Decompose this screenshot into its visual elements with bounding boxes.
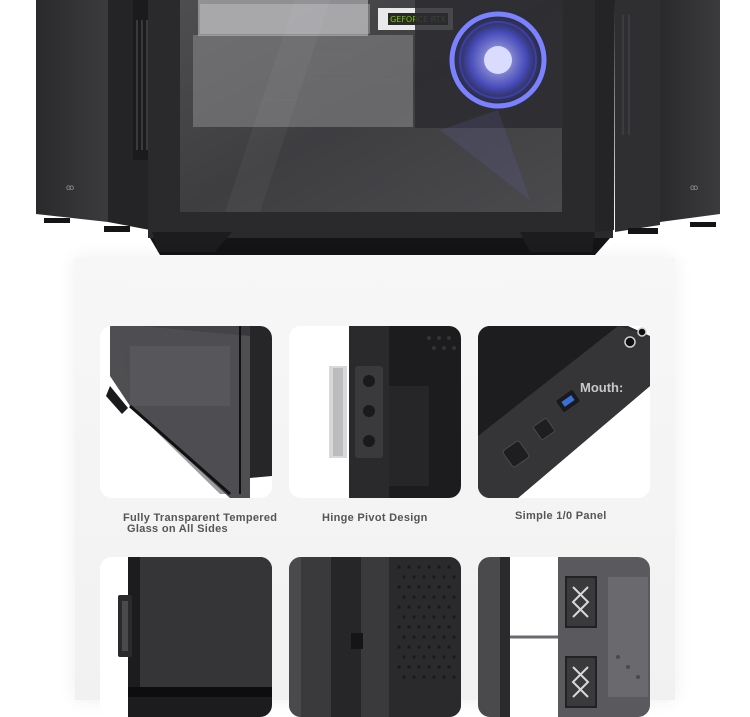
brand-logo-left: ꝏ (66, 183, 74, 192)
feature-gallery: Fully Transparent Tempered Glass on All … (75, 258, 675, 717)
hinge-image (289, 326, 461, 498)
side-glass-image (100, 557, 272, 717)
tempered-glass-image (100, 326, 272, 498)
feature-tile-io-panel: Mouth: (478, 326, 650, 498)
reset-button (502, 440, 530, 468)
io-panel-image: Mouth: (478, 326, 650, 498)
io-overlay-text: Mouth: (580, 380, 623, 395)
usb-port (561, 395, 575, 407)
hero-case-image: ꝏ GEFORCE RTX (0, 0, 750, 265)
feature-tile-tempered-glass (100, 326, 272, 498)
caption-hinge: Hinge Pivot Design (322, 512, 428, 524)
internal-frame-image (478, 557, 650, 717)
brand-logo-right: ꝏ (690, 183, 698, 192)
mesh-image (289, 557, 461, 717)
caption-io-panel: Simple 1/0 Panel (515, 510, 607, 522)
feature-tile-hinge (289, 326, 461, 498)
feature-tile-side-glass (100, 557, 272, 717)
feature-tile-internal-frame (478, 557, 650, 717)
feature-tile-mesh (289, 557, 461, 717)
power-button (533, 418, 555, 440)
caption-tempered-glass: Fully Transparent Tempered Glass on All … (123, 512, 278, 535)
case-illustration: ꝏ GEFORCE RTX (36, 0, 720, 255)
